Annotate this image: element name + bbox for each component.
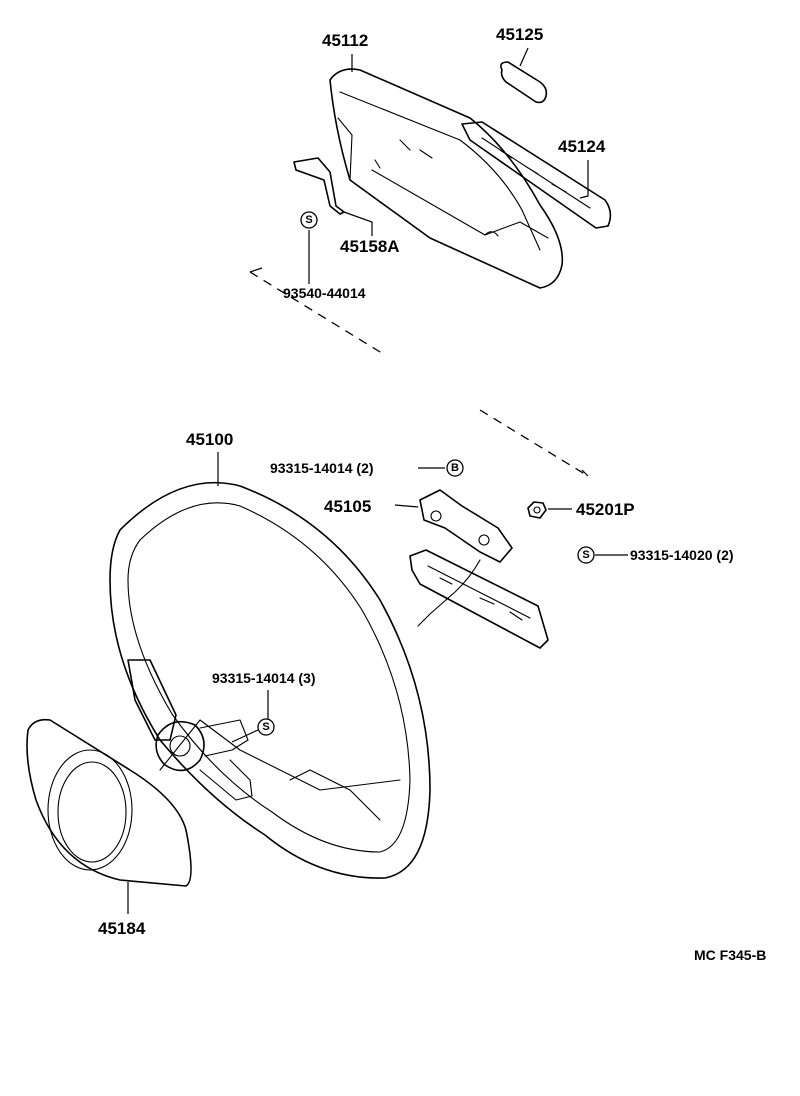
label-45112: 45112 [322,31,368,50]
label-45100: 45100 [186,430,233,449]
plate-45124 [461,121,612,229]
figure-code: MC F345-B [694,947,766,963]
svg-text:S: S [262,721,269,733]
svg-text:S: S [582,549,589,561]
emblem-45125 [500,61,548,104]
bracket-45158a [293,157,345,215]
cover-45184 [26,718,192,887]
symbol-s-93315-3: S [257,718,275,736]
leader-lines [127,47,628,914]
label-93315-14014-3: 93315-14014 (3) [212,670,316,686]
svg-text:B: B [451,462,459,474]
label-93315-14014-2: 93315-14014 (2) [270,460,374,476]
symbol-s-93540: S [300,211,318,229]
assembly-lines [249,267,589,477]
steering-wheel-45100 [109,481,431,879]
label-45201p: 45201P [576,500,635,519]
contact-plate [409,549,549,649]
label-45184: 45184 [98,919,146,938]
symbol-s-93315-14020: S [577,546,595,564]
nut-45201p [527,501,547,519]
svg-text:S: S [305,214,312,226]
label-45158a: 45158A [340,237,400,256]
label-93540-44014: 93540-44014 [283,285,366,301]
horn-pad-45112 [329,68,564,289]
horn-contact-45105 [419,489,513,563]
label-45124: 45124 [558,137,606,156]
label-93315-14020-2: 93315-14020 (2) [630,547,734,563]
label-45105: 45105 [324,497,371,516]
label-45125: 45125 [496,25,543,44]
symbol-b-93315: B [446,459,464,477]
